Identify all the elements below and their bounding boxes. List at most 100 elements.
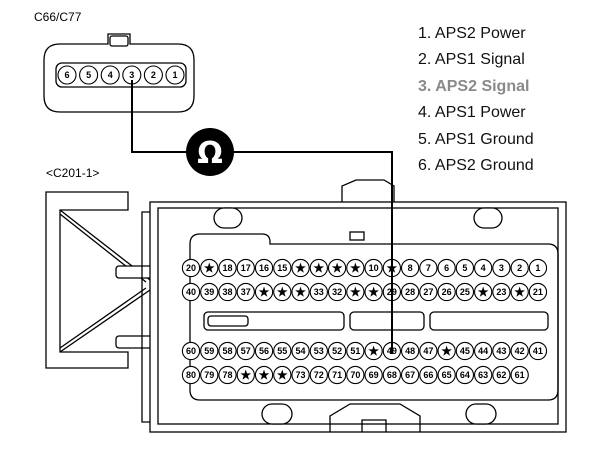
- pin-circle: [291, 282, 310, 302]
- pin-circle: [254, 282, 274, 302]
- pin-circle: [510, 258, 529, 278]
- meter-wire: [131, 80, 393, 354]
- pin-circle: [327, 282, 347, 302]
- pin-circle: [291, 258, 310, 278]
- ohm-symbol: Ω: [197, 136, 223, 171]
- pin-label: 1: [172, 70, 177, 80]
- pin-label: ★: [368, 285, 379, 299]
- pin-label: ★: [240, 368, 251, 382]
- pin-circle: [254, 341, 274, 361]
- pin-circle: [455, 282, 475, 302]
- pin-label: 45: [460, 346, 470, 356]
- connector-pin: 48: [400, 341, 420, 361]
- connector-pin: 52: [327, 341, 347, 361]
- pin-label: 65: [442, 370, 452, 380]
- pin-circle: [510, 341, 529, 361]
- pin-label: 71: [332, 370, 342, 380]
- connector-pin: 17: [236, 258, 255, 278]
- pin-circle: [273, 258, 292, 278]
- pin-circle: [437, 341, 456, 361]
- pin-label: 52: [332, 346, 342, 356]
- pin-circle: [346, 282, 365, 302]
- pin-circle: [474, 365, 493, 385]
- pin-label: 79: [204, 370, 214, 380]
- pin-label: 43: [496, 346, 506, 356]
- connector-pin: 28: [400, 282, 420, 302]
- pin-circle: [346, 258, 365, 278]
- connector-pin: 27: [419, 282, 438, 302]
- pin-circle: [100, 65, 120, 85]
- pin-label: 73: [296, 370, 306, 380]
- pin-circle: [419, 365, 438, 385]
- pin-circle: [400, 282, 420, 302]
- pin-label: ★: [350, 261, 361, 275]
- pin-label: ★: [204, 261, 215, 275]
- pin-label: 4: [481, 263, 486, 273]
- pin-circle: [218, 258, 237, 278]
- pin-circle: [474, 282, 493, 302]
- pin-label: 61: [515, 370, 525, 380]
- pin-circle: [309, 341, 328, 361]
- connector-pin: 3: [492, 258, 511, 278]
- pin-circle: [218, 365, 237, 385]
- pin-circle: [419, 258, 438, 278]
- pin-label: 67: [405, 370, 415, 380]
- pin-label: 3: [129, 70, 134, 80]
- connector-pin: 8: [400, 258, 420, 278]
- pin-circle: [455, 365, 475, 385]
- connector-pin: 1: [528, 258, 548, 278]
- pin-label: 48: [405, 346, 415, 356]
- pin-label: 39: [204, 287, 214, 297]
- connector-pin: 72: [309, 365, 328, 385]
- connector-pin: 38: [218, 282, 237, 302]
- connector-pin: 53: [309, 341, 328, 361]
- legend-item: 1. APS2 Power: [418, 25, 526, 42]
- connector-pin: ★: [364, 282, 383, 302]
- pin-label: 63: [478, 370, 488, 380]
- pin-label: 5: [86, 70, 91, 80]
- connector-pin: 39: [200, 282, 219, 302]
- pin-label: 1: [535, 263, 540, 273]
- connector-pin: ★: [273, 365, 292, 385]
- pin-label: ★: [259, 285, 270, 299]
- pin-circle: [254, 258, 274, 278]
- pin-label: 47: [423, 346, 433, 356]
- connector-pin: 15: [273, 258, 292, 278]
- pin-circle: [437, 282, 456, 302]
- pin-label: 5: [462, 263, 467, 273]
- pin-label: 51: [350, 346, 360, 356]
- connector-pin: 67: [400, 365, 420, 385]
- pin-circle: [419, 341, 438, 361]
- pin-label: 10: [369, 263, 379, 273]
- connector-pin: 63: [474, 365, 493, 385]
- legend-item: 5. APS1 Ground: [418, 130, 534, 148]
- pin-label: ★: [441, 344, 452, 358]
- pin-circle: [273, 365, 292, 385]
- pin-label: 64: [460, 370, 470, 380]
- pin-circle: [200, 341, 219, 361]
- connector-pin: ★: [327, 258, 347, 278]
- connector-pin: 79: [200, 365, 219, 385]
- connector-pin: 41: [528, 341, 548, 361]
- connector-pin: 7: [419, 258, 438, 278]
- pin-circle: [364, 341, 383, 361]
- connector-pin: 40: [181, 282, 201, 302]
- pin-circle: [528, 341, 548, 361]
- connector-pin: 16: [254, 258, 274, 278]
- pin-circle: [455, 341, 475, 361]
- pin-circle: [236, 258, 255, 278]
- ohmmeter-icon: Ω: [186, 128, 234, 176]
- legend-item: 3. APS2 Signal: [418, 77, 530, 95]
- pin-label: 55: [277, 346, 287, 356]
- connector-pin: 69: [364, 365, 383, 385]
- pin-circle: [254, 365, 274, 385]
- pin-label: 58: [223, 346, 233, 356]
- connector-pin: ★: [309, 258, 328, 278]
- connector-pin: 25: [455, 282, 475, 302]
- pin-label: ★: [350, 285, 361, 299]
- pin-label: 38: [223, 287, 233, 297]
- pin-circle: [492, 282, 511, 302]
- pin-label: ★: [368, 344, 379, 358]
- pin-circle: [510, 365, 529, 385]
